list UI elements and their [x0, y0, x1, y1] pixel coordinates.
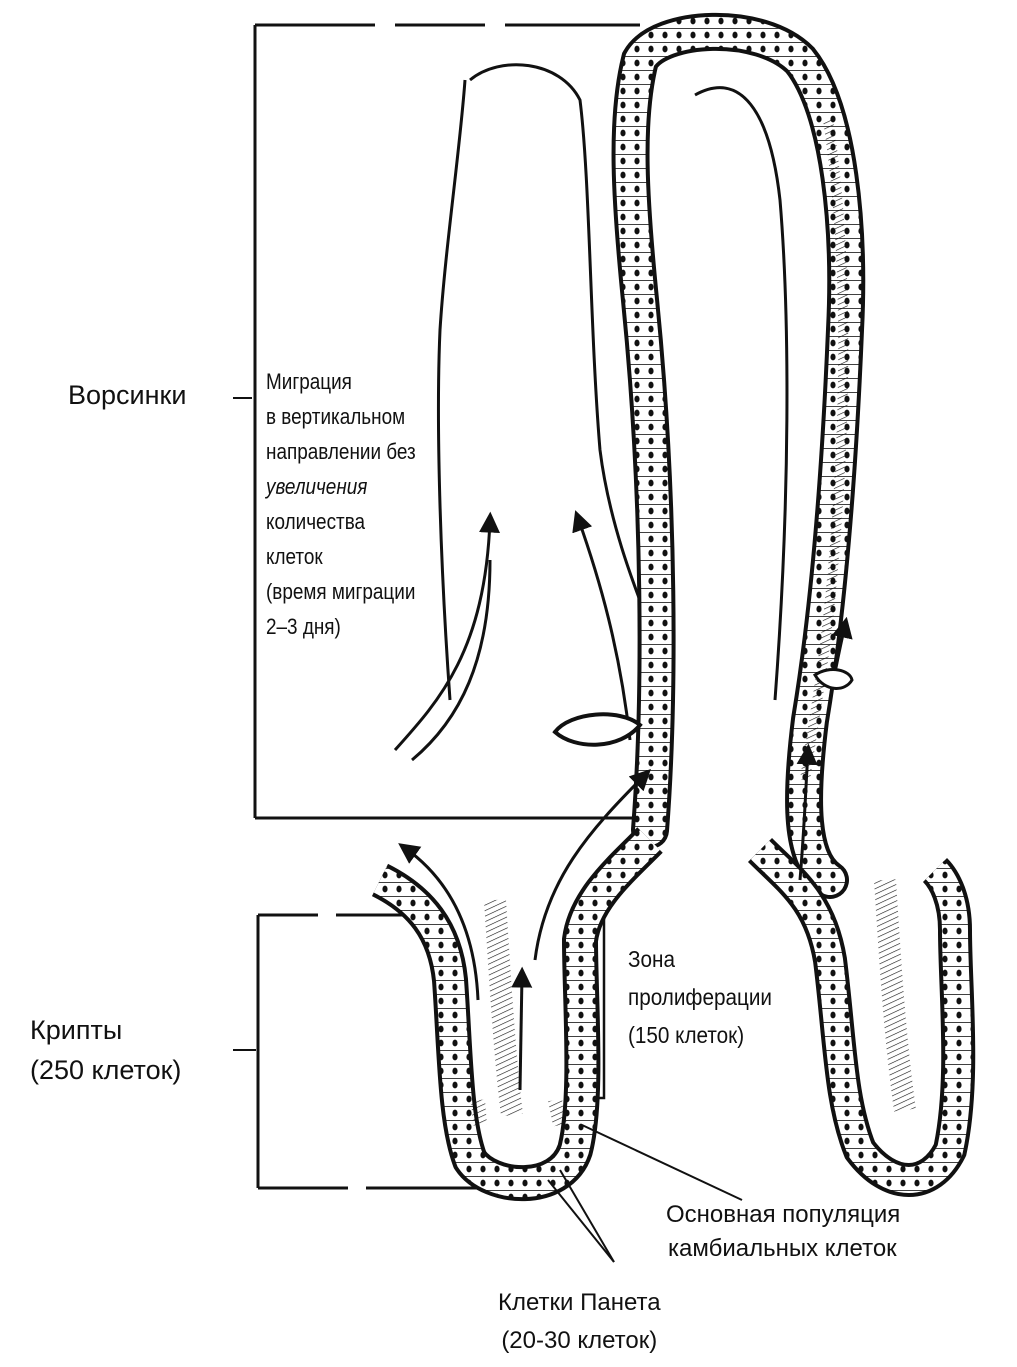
villi-bracket: [253, 23, 640, 820]
zone-line: (150 клеток): [628, 1022, 745, 1048]
stem-cells-line: камбиальных клеток: [668, 1235, 897, 1262]
migration-line: увеличения: [266, 474, 368, 499]
migration-line: 2–3 дня): [266, 614, 341, 639]
crypts-title: Крипты: [30, 1015, 123, 1045]
migration-line: Миграция: [266, 369, 352, 394]
crypt-left: [371, 827, 663, 1202]
migration-line: (время миграции: [266, 579, 416, 604]
crypts-count: (250 клеток): [30, 1055, 182, 1085]
villus-outline-left: [436, 63, 657, 701]
paneth-cells-label: Клетки Панета (20-30 клеток): [498, 1284, 661, 1360]
migration-arrows: [393, 510, 853, 1091]
villus-epithelium: [611, 12, 866, 899]
migration-line: клеток: [266, 544, 323, 569]
crypt-right: [747, 837, 976, 1197]
migration-line: количества: [266, 509, 366, 534]
stem-cells-line: Основная популяция: [666, 1201, 901, 1228]
paneth-cells-count: (20-30 клеток): [501, 1327, 658, 1354]
goblet-shape-right: [812, 668, 854, 690]
goblet-shape: [552, 712, 643, 747]
zone-line: пролиферации: [628, 984, 772, 1010]
proliferation-zone-label: Зона пролиферации (150 клеток): [628, 940, 772, 1054]
stem-cells-label: Основная популяция камбиальных клеток: [666, 1198, 900, 1266]
crypts-label: Крипты (250 клеток): [30, 1010, 181, 1090]
zone-line: Зона: [628, 946, 675, 972]
villi-label: Ворсинки: [68, 380, 187, 410]
migration-line: в вертикальном: [266, 404, 406, 429]
migration-line: направлении без: [266, 439, 416, 464]
leader-lines: [233, 397, 743, 1263]
migration-description: Миграция в вертикальном направлении без …: [266, 364, 416, 644]
paneth-cells-title: Клетки Панета: [498, 1289, 661, 1316]
